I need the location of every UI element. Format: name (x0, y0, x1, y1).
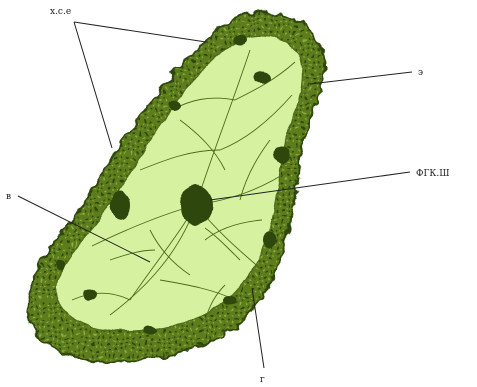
leader-top-right (310, 72, 412, 84)
label-left: в (6, 192, 11, 202)
label-top-left: x.c.e (50, 7, 71, 17)
label-right: ФГК.Ш (416, 169, 450, 179)
leader-top-left-b (74, 22, 112, 148)
label-top-right: э (418, 68, 423, 78)
label-bottom: г (260, 375, 265, 385)
leader-top-left-a (74, 22, 206, 42)
